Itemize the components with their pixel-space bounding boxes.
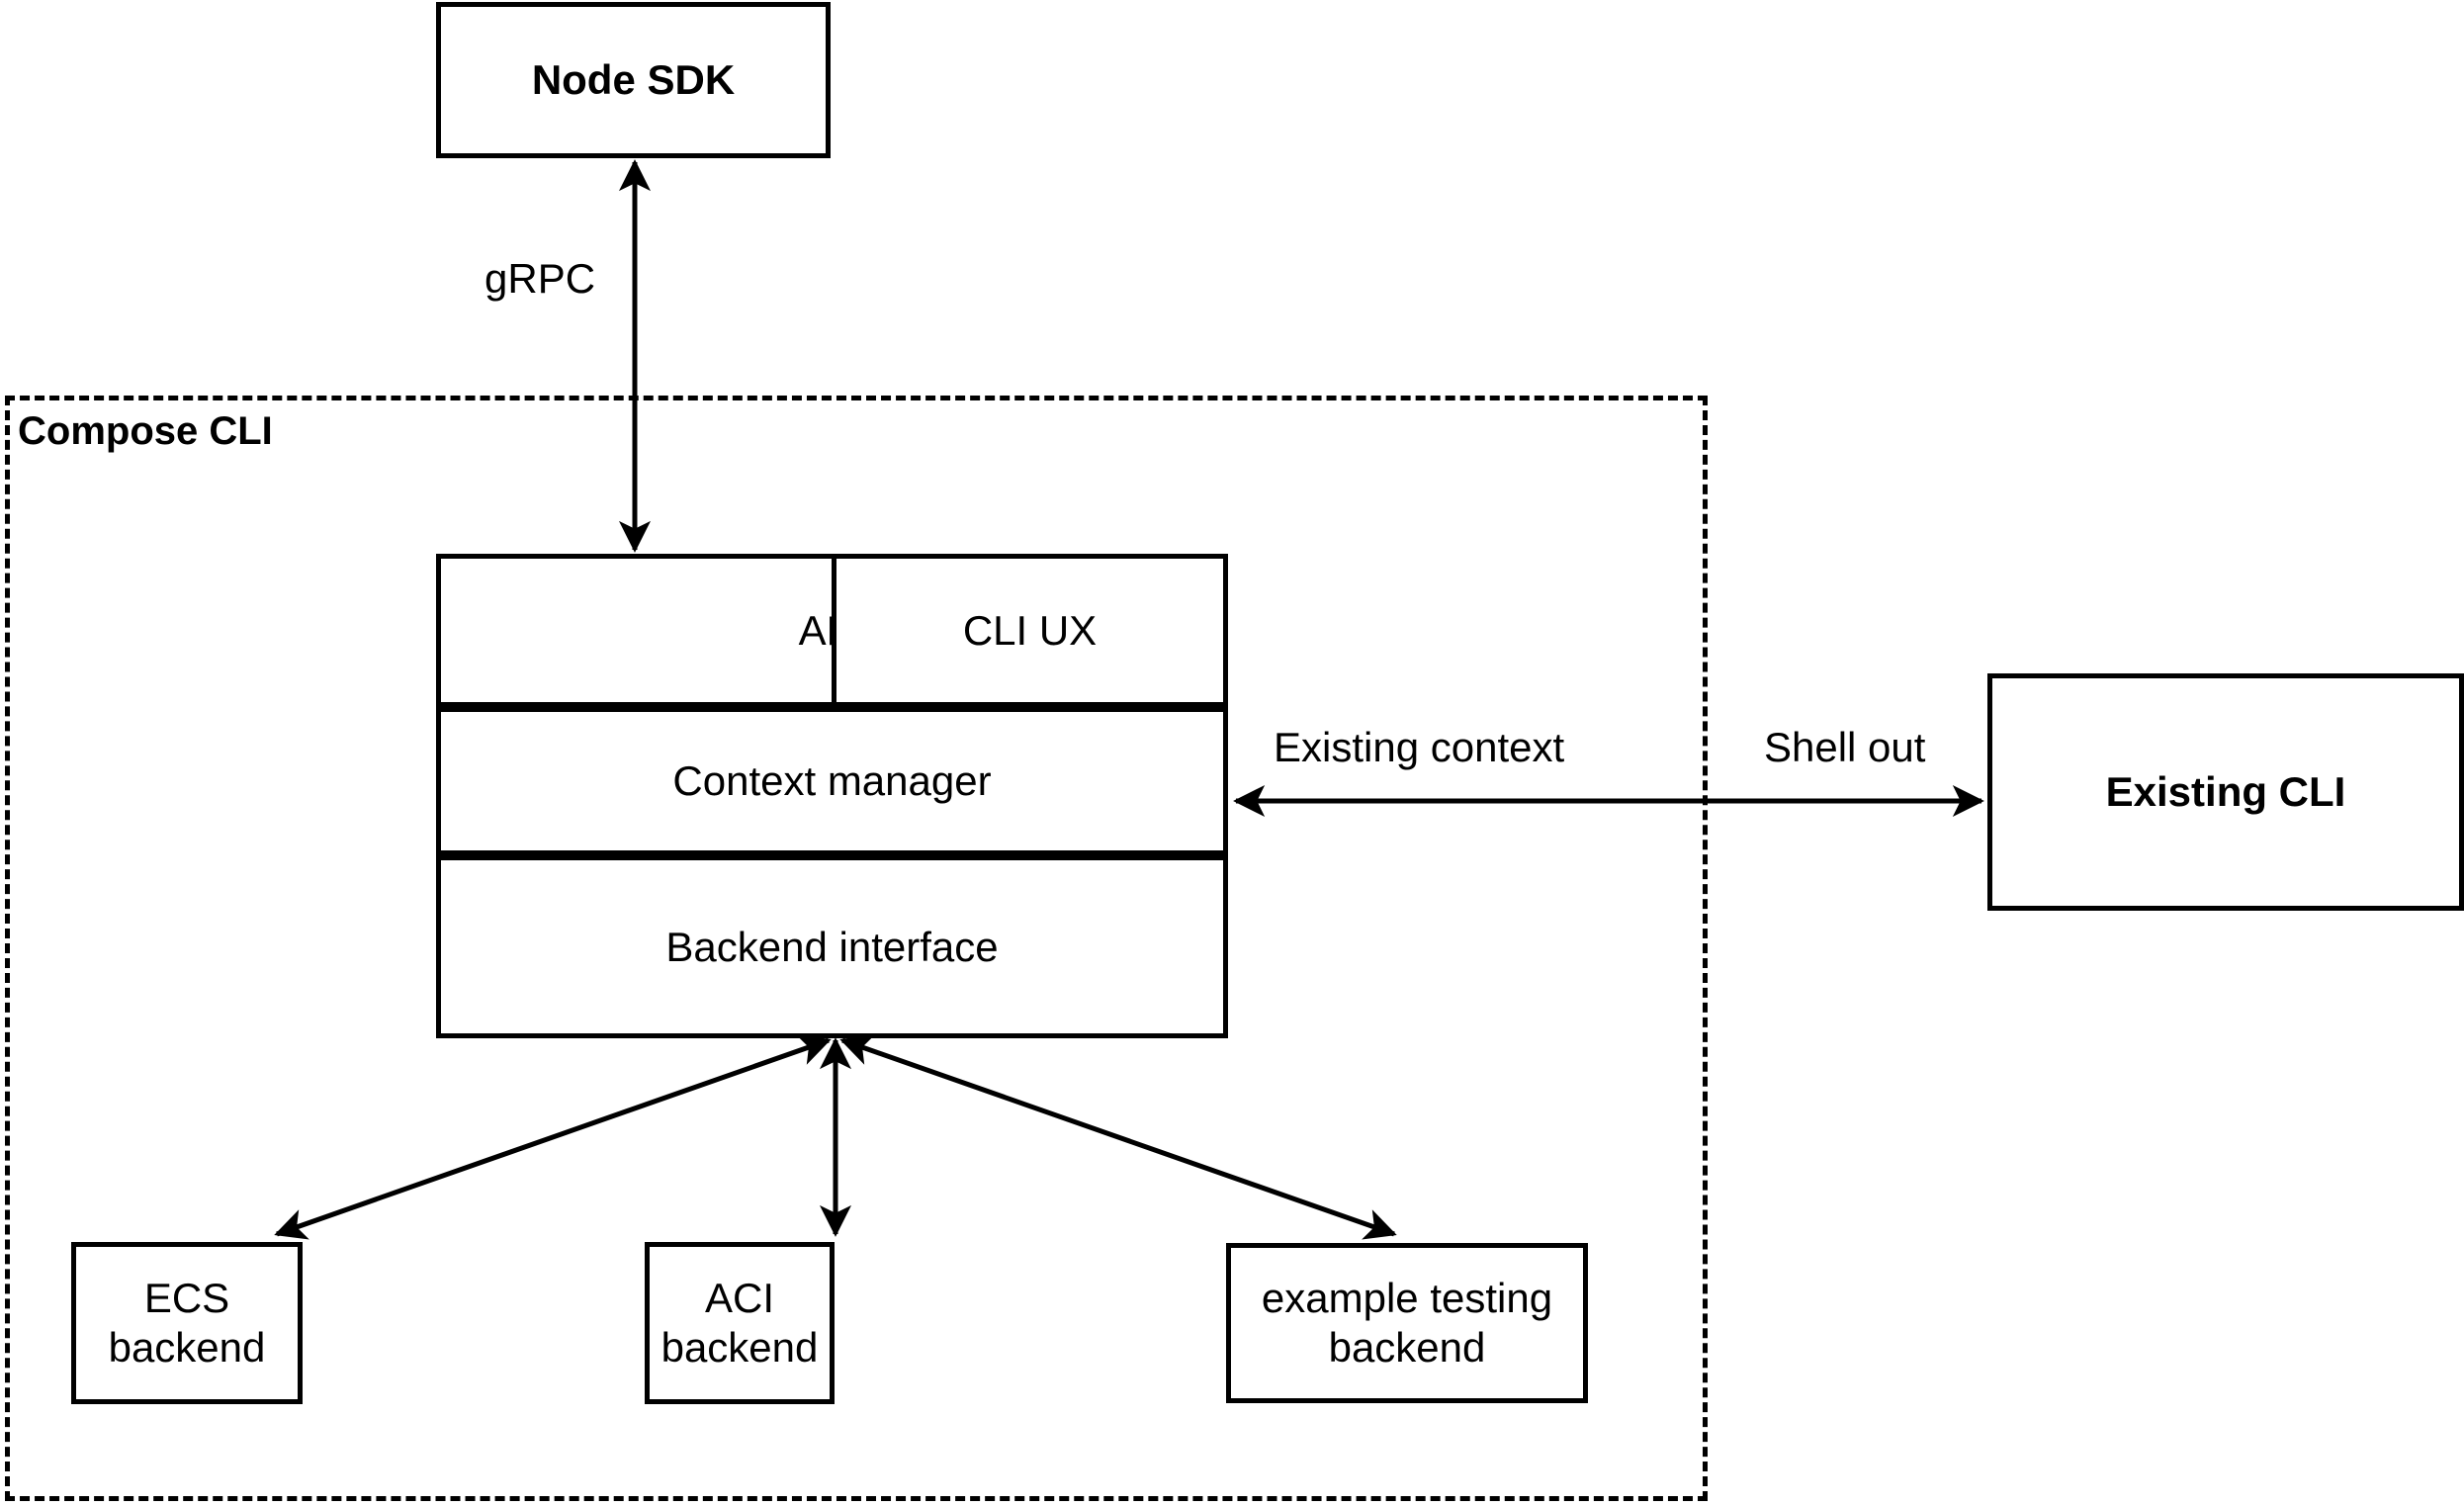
- node-example-testing-backend-label: example testing backend: [1261, 1275, 1553, 1371]
- node-cli-ux-label: CLI UX: [962, 606, 1098, 654]
- node-backend-interface[interactable]: Backend interface: [436, 855, 1228, 1038]
- group-compose-cli-label: Compose CLI: [16, 409, 275, 454]
- node-example-testing-backend[interactable]: example testing backend: [1226, 1243, 1588, 1403]
- node-context-manager[interactable]: Context manager: [436, 707, 1228, 855]
- group-compose-cli: [5, 396, 1708, 1501]
- node-existing-cli-label: Existing CLI: [2105, 768, 2346, 816]
- node-backend-interface-label: Backend interface: [665, 923, 999, 970]
- edge-label-existing-context: Existing context: [1268, 724, 1571, 771]
- node-cli-ux[interactable]: CLI UX: [832, 554, 1228, 707]
- node-ecs-backend-label: ECS backend: [108, 1275, 266, 1371]
- node-ecs-backend[interactable]: ECS backend: [71, 1242, 303, 1404]
- node-node-sdk-label: Node SDK: [531, 56, 736, 104]
- node-context-manager-label: Context manager: [672, 757, 992, 805]
- edge-label-shell-out: Shell out: [1758, 724, 1932, 771]
- node-node-sdk[interactable]: Node SDK: [436, 2, 831, 158]
- edge-label-grpc: gRPC: [479, 255, 602, 303]
- node-existing-cli[interactable]: Existing CLI: [1987, 673, 2464, 911]
- node-aci-backend-label: ACI backend: [660, 1275, 819, 1371]
- node-aci-backend[interactable]: ACI backend: [645, 1242, 835, 1404]
